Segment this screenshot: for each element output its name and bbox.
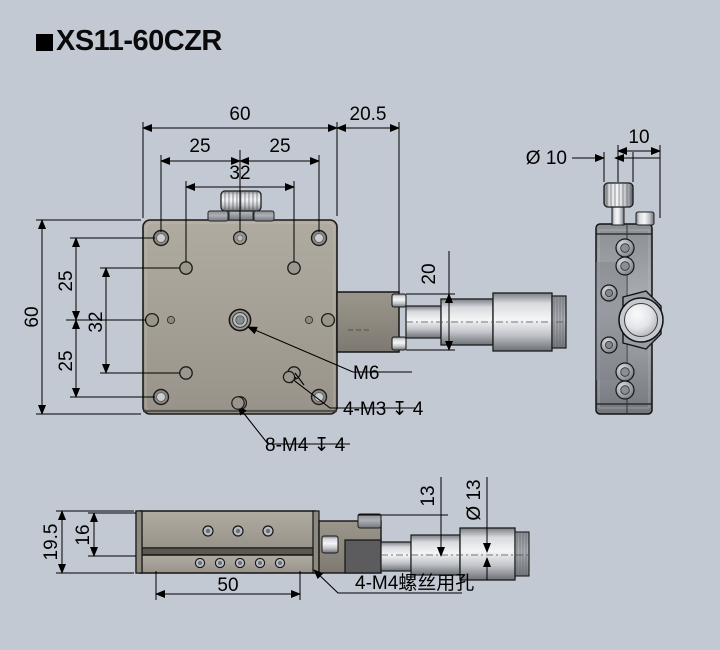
dim-top-60 xyxy=(142,122,338,218)
dim-front-50 xyxy=(155,571,301,600)
square-bullet-icon xyxy=(36,34,53,51)
dim-side-10 xyxy=(617,145,661,218)
top-view: M6 4-M3 ↧ 4 8-M4 ↧ 4 60 20.5 xyxy=(22,104,567,456)
side-slot-marks xyxy=(166,315,314,325)
dim-top-20-5 xyxy=(336,122,400,292)
dim-label-total-height: 19.5 xyxy=(41,524,62,561)
dim-micrometer-20 xyxy=(406,251,455,351)
dim-label-width-left-half: 25 xyxy=(189,136,210,157)
dim-label-micrometer-axis-height: 13 xyxy=(418,485,439,506)
dim-label-knob-offset: 10 xyxy=(628,127,649,148)
top-view-adjust-knob xyxy=(207,190,275,222)
m4-callout-label: 8-M4 ↧ 4 xyxy=(265,435,346,456)
dim-left-25-25 xyxy=(66,237,155,398)
page-title: XS11-60CZR xyxy=(36,25,222,58)
side-view-knob xyxy=(603,182,655,226)
side-view: Ø 10 10 xyxy=(526,127,664,415)
dim-top-32 xyxy=(185,181,295,262)
dim-left-60 xyxy=(36,219,141,415)
dim-front-19-5 xyxy=(56,510,134,574)
dim-label-height-upper-half: 25 xyxy=(56,270,77,291)
top-view-leaders xyxy=(237,327,415,445)
center-m6-thread xyxy=(228,308,252,332)
front-view-body xyxy=(135,510,320,574)
dim-label-body-height: 16 xyxy=(73,524,94,545)
dim-label-hole-span-vertical: 32 xyxy=(86,311,107,332)
dim-front-13 xyxy=(358,477,448,557)
dim-label-knob-diameter: Ø 10 xyxy=(526,148,567,169)
dim-top-25-25 xyxy=(160,150,320,232)
dim-label-hole-spacing: 50 xyxy=(217,575,238,596)
top-view-right-block xyxy=(336,291,400,353)
dim-left-32 xyxy=(100,267,180,374)
dim-label-micrometer-height: 20 xyxy=(419,263,440,284)
dim-label-width-right-half: 25 xyxy=(269,136,290,157)
front-view-top-holes xyxy=(202,525,274,537)
m3-callout-label: 4-M3 ↧ 4 xyxy=(343,399,424,420)
dim-label-overall-height: 60 xyxy=(22,306,43,327)
m3-hole-pointed xyxy=(282,370,296,384)
front-view-bottom-holes xyxy=(194,557,286,569)
front-view-leader xyxy=(313,569,462,594)
front-view-micrometer xyxy=(321,527,530,581)
dim-front-16 xyxy=(88,512,136,557)
dim-label-height-lower-half: 25 xyxy=(56,350,77,371)
side-view-screws xyxy=(600,238,635,400)
dim-side-dia10 xyxy=(572,152,660,182)
dim-label-micrometer-diameter: Ø 13 xyxy=(464,479,485,520)
side-view-dial xyxy=(618,290,664,350)
dim-label-hole-span-horizontal: 32 xyxy=(229,163,250,184)
m4-hole-pointed xyxy=(231,396,245,410)
top-view-micrometer xyxy=(391,292,567,352)
front-view: 19.5 16 50 13 xyxy=(41,477,530,600)
m4-screw-holes-label: 4-M4螺丝用孔 xyxy=(355,572,474,594)
dim-label-overall-width: 60 xyxy=(229,104,250,125)
m6-callout-label: M6 xyxy=(353,363,379,384)
dim-label-offset-right: 20.5 xyxy=(350,104,387,125)
page-title-text: XS11-60CZR xyxy=(56,25,222,57)
